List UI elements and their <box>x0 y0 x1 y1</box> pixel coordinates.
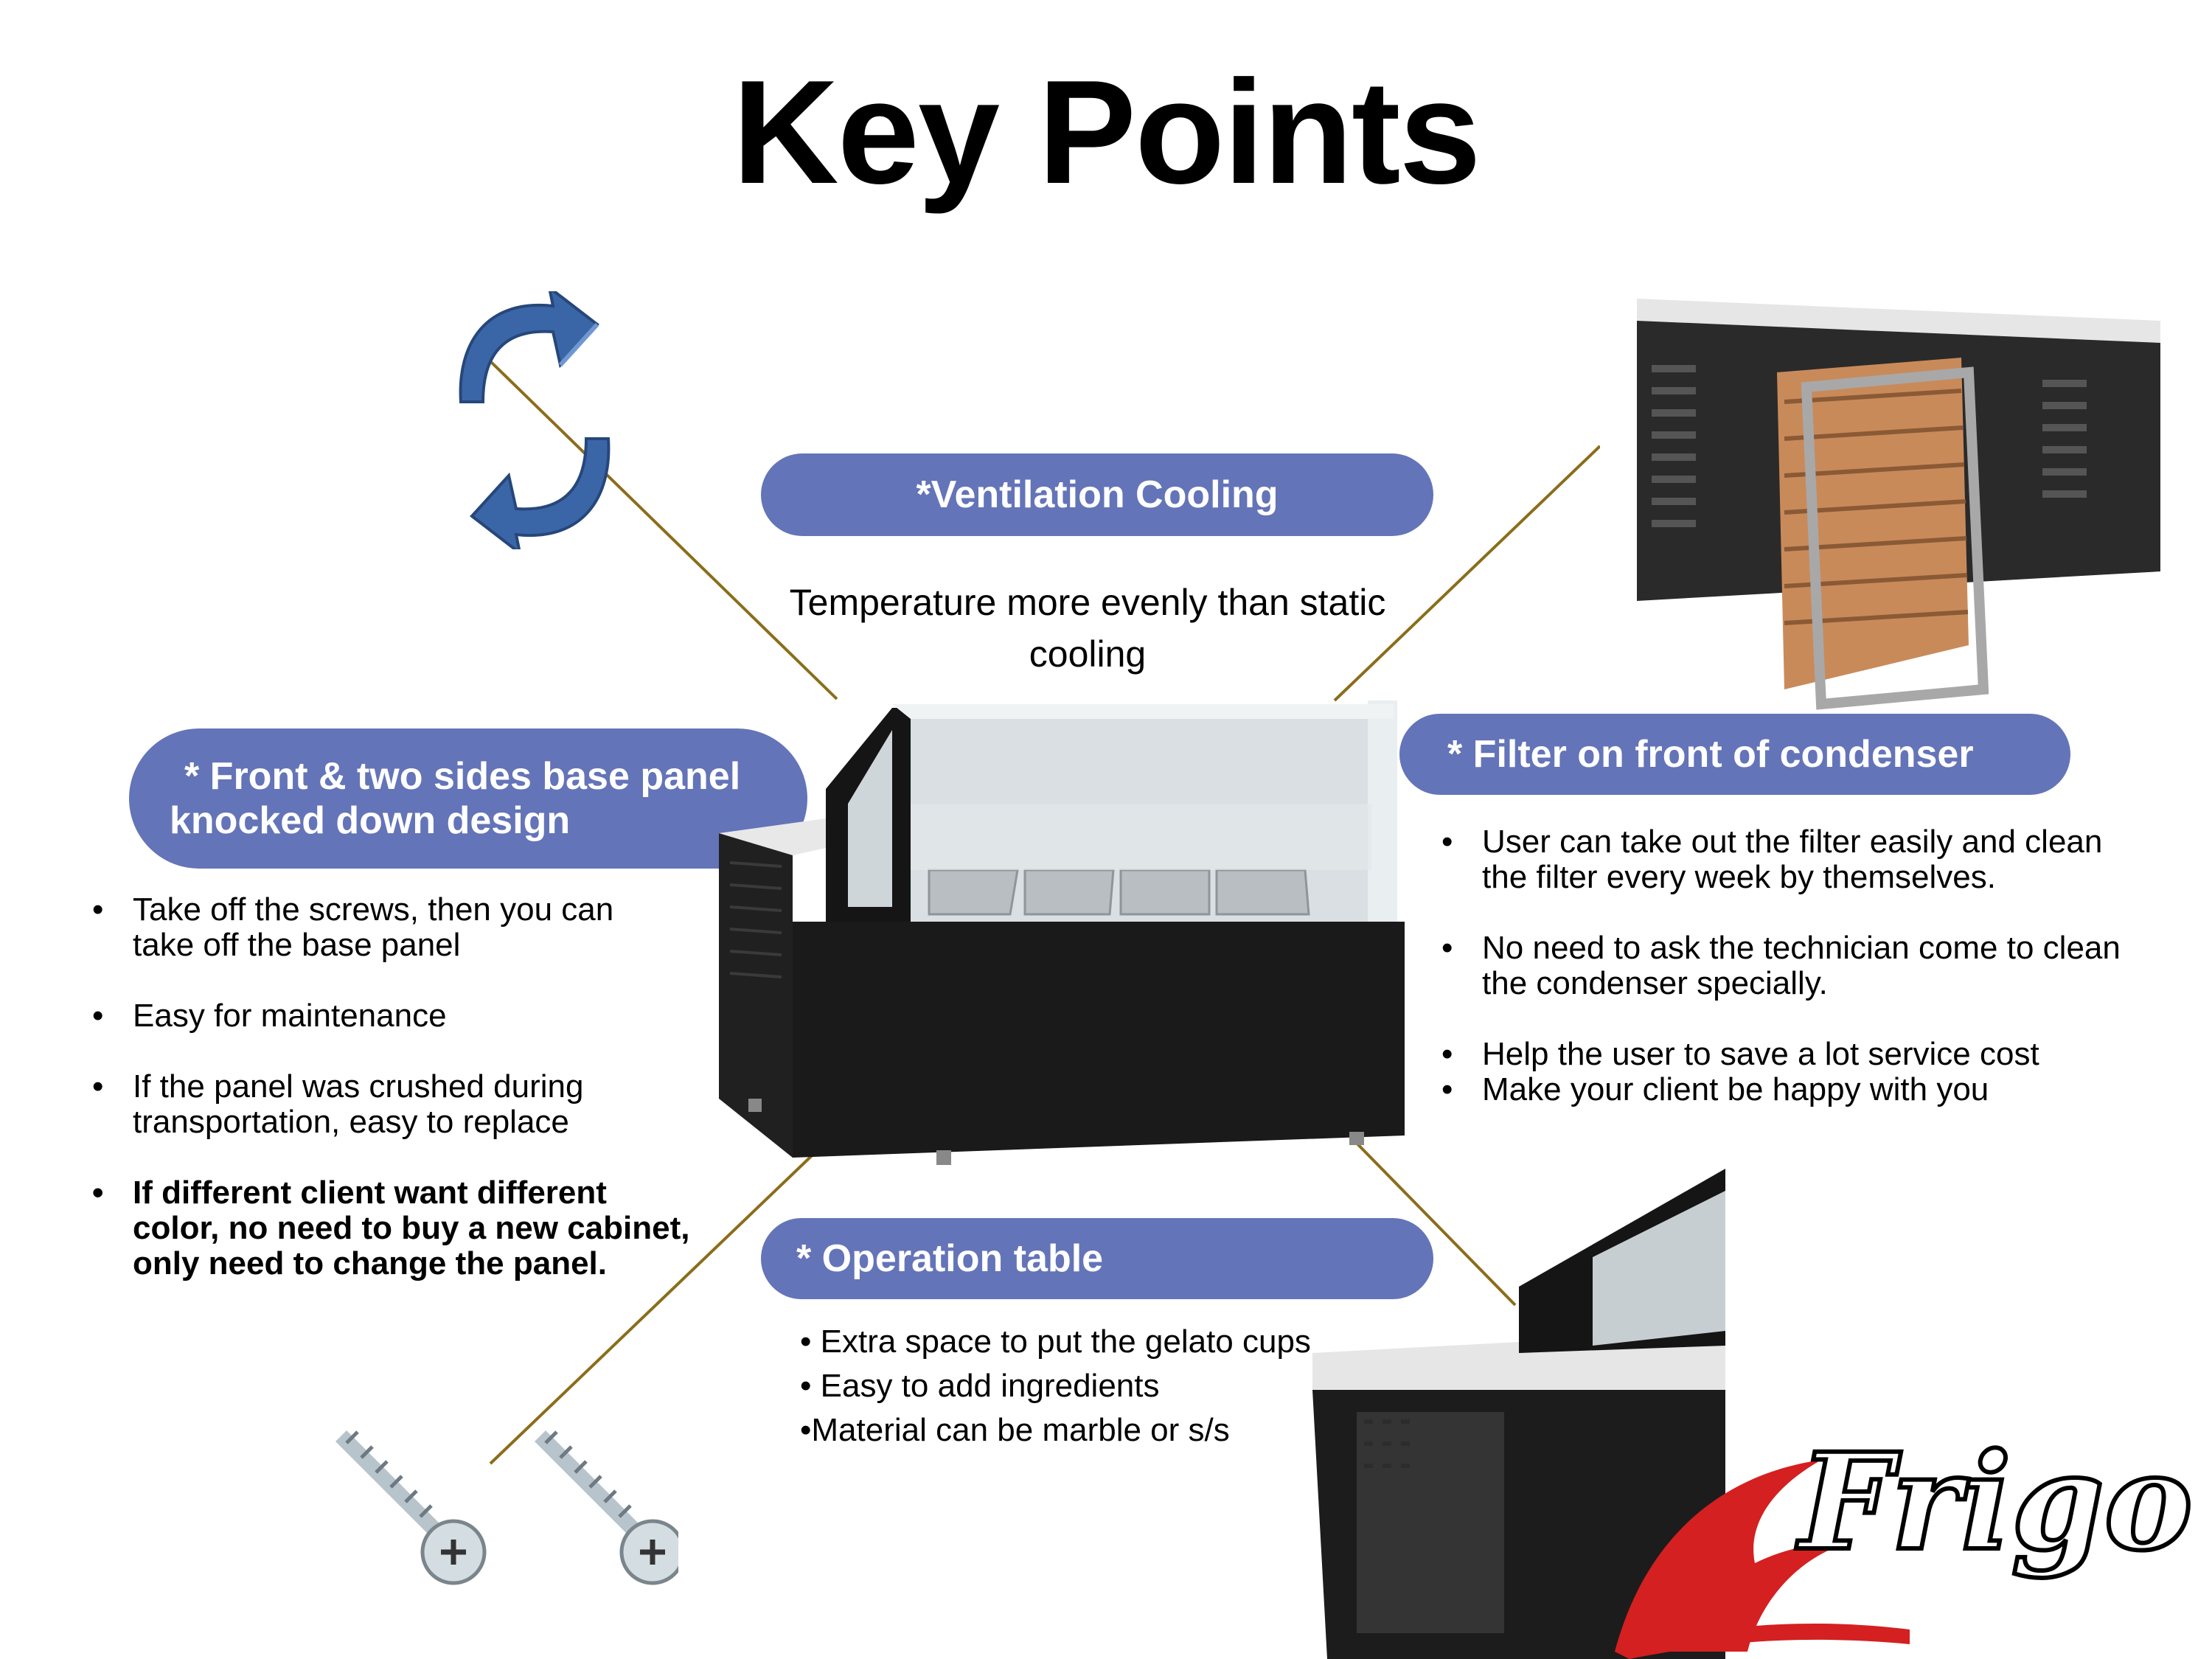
list-item-bold: If different client want differentcolor,… <box>92 1175 752 1281</box>
list-item: Make your client be happy with you <box>1441 1072 2205 1108</box>
leader-line-filter <box>1333 445 1601 702</box>
screw-icon <box>335 1430 678 1585</box>
list-item: User can take out the filter easily and … <box>1441 824 2205 895</box>
front-panel-heading-line-2: knocked down design <box>170 799 571 842</box>
operation-heading-pill: * Operation table <box>761 1218 1433 1299</box>
page-title: Key Points <box>732 50 1481 215</box>
circular-arrows-icon <box>459 291 611 549</box>
list-item: Help the user to save a lot service cost <box>1441 1037 2205 1073</box>
operation-line: • Extra space to put the gelato cups <box>800 1324 1311 1360</box>
display-cabinet-image <box>719 700 1405 1165</box>
operation-table-image <box>1312 1169 1725 1659</box>
operation-heading: * Operation table <box>796 1237 1104 1280</box>
list-item: No need to ask the technician come to cl… <box>1441 931 2205 1001</box>
ventilation-heading: *Ventilation Cooling <box>916 473 1279 516</box>
ventilation-heading-pill: *Ventilation Cooling <box>761 453 1433 536</box>
operation-line: •Material can be marble or s/s <box>800 1412 1230 1448</box>
list-item: Easy for maintenance <box>92 998 752 1034</box>
front-panel-heading-line-1: * Front & two sides base panel <box>184 755 741 798</box>
ventilation-line-2: cooling <box>1029 633 1147 675</box>
leader-line-screws <box>489 1127 842 1465</box>
filter-heading-pill: * Filter on front of condenser <box>1399 714 2070 795</box>
list-item: If the panel was crushed duringtransport… <box>92 1069 752 1140</box>
operation-line: • Easy to add ingredients <box>800 1368 1160 1404</box>
operation-lines: • Extra space to put the gelato cups • E… <box>800 1320 1464 1453</box>
leader-line-operation <box>1340 1127 1517 1307</box>
leader-line-ventilation <box>489 360 838 700</box>
filter-heading: * Filter on front of condenser <box>1447 733 1974 776</box>
ventilation-description: Temperature more evenly than static cool… <box>737 577 1438 680</box>
filter-bullets: User can take out the filter easily and … <box>1438 824 2205 1108</box>
ventilation-line-1: Temperature more evenly than static <box>789 582 1386 623</box>
logo-text: Frigo <box>1795 1425 2193 1580</box>
front-panel-heading-pill: * Front & two sides base panel knocked d… <box>129 728 807 869</box>
condenser-filter-image <box>1600 291 2212 712</box>
frigo-logo: Frigo <box>1615 1422 2195 1659</box>
